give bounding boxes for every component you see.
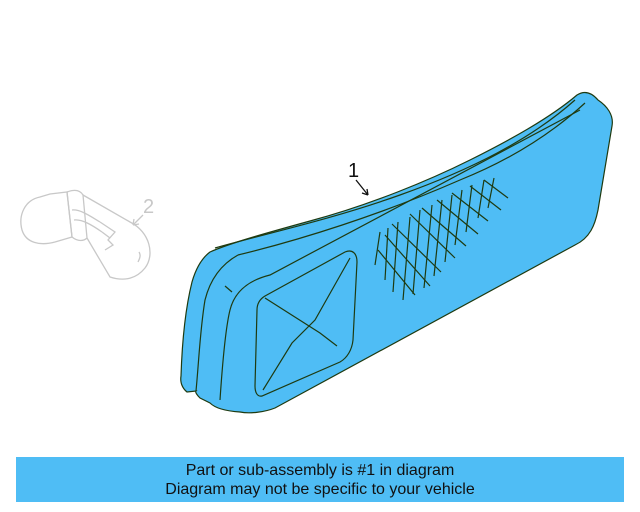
callout-2[interactable]: 2: [143, 196, 154, 218]
info-banner: Part or sub-assembly is #1 in diagram Di…: [16, 457, 624, 502]
lamp-assembly-illustration[interactable]: [180, 91, 613, 414]
callout-1[interactable]: 1: [348, 160, 359, 182]
bulb-illustration: [20, 189, 151, 280]
banner-line-2: Diagram may not be specific to your vehi…: [165, 481, 475, 498]
callout-1-arrow: [355, 179, 369, 196]
banner-line-1: Part or sub-assembly is #1 in diagram: [185, 462, 455, 479]
callout-2-arrow: [132, 214, 144, 226]
parts-diagram: 2: [20, 91, 613, 414]
